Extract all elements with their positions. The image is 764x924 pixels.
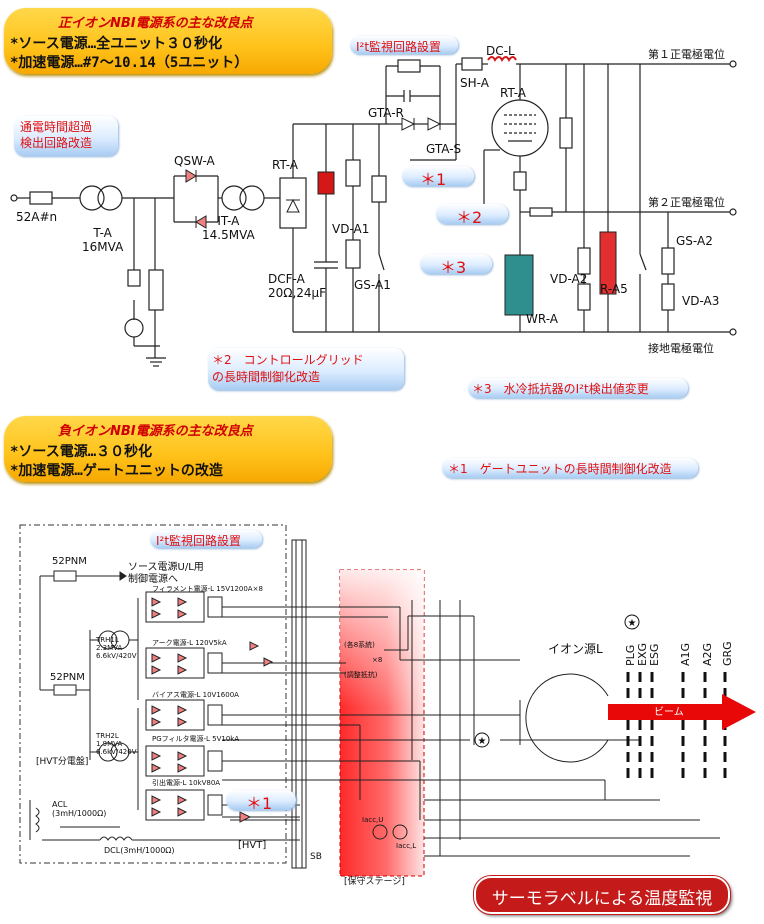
- hvt-enclosure: [19, 524, 287, 864]
- label-sb: SB: [310, 852, 322, 862]
- label-acl: ACL (3mH/1000Ω): [52, 800, 107, 818]
- label-beam: ビーム: [654, 707, 684, 718]
- positive-improvements-box: [4, 8, 332, 74]
- label-wra: WR-A: [526, 312, 558, 326]
- label-trh2l: TRH2L 1.9MVA 6.6kV/420V: [96, 732, 137, 756]
- mark2: ＊2: [456, 208, 483, 227]
- positive-circuit: [10, 57, 737, 367]
- svg-text:★: ★: [628, 618, 637, 629]
- mark1: ＊1: [420, 170, 447, 189]
- label-gsa1: GS-A1: [354, 278, 391, 292]
- label-pos1: 第１正電極電位: [648, 48, 725, 61]
- grid-label-esg: ESG: [648, 643, 661, 666]
- label-filament: フィラメント電源-L 15V1200A×8: [152, 585, 263, 593]
- mark2-pill: [436, 204, 508, 224]
- mark1-bottom-pill: [226, 790, 296, 810]
- label-gtas: GTA-S: [426, 142, 462, 156]
- label-hvt: [HVT]: [238, 840, 267, 851]
- note2-pill: [208, 348, 404, 390]
- grid-label-grg: GRG: [721, 641, 734, 666]
- i2t-top-label: I²t監視回路設置: [356, 40, 442, 54]
- label-source-ul: ソース電源U/L用 制御電源へ: [128, 562, 204, 585]
- label-ra5: R-A5: [600, 282, 628, 296]
- note3: ＊3 水冷抵抗器のI²t検出値変更: [472, 382, 649, 396]
- label-vda2: VD-A2: [550, 272, 588, 286]
- label-gsa2: GS-A2: [676, 234, 713, 248]
- label-trh1l: TRH1L 2.3MVA 6.6kV/420V: [96, 636, 137, 660]
- mark1-pill: [402, 166, 474, 186]
- i2t-top-pill: [350, 36, 458, 54]
- positive-box-line2: *加速電源…#7～10.14（5ユニット）: [10, 55, 249, 71]
- i2t-bottom-label: I²t監視回路設置: [156, 534, 242, 548]
- overtime-note: 通電時間超過 検出回路改造: [20, 120, 93, 150]
- label-gtar: GTA-R: [368, 106, 404, 120]
- negative-box-line2: *加速電源…ゲートユニットの改造: [10, 463, 223, 479]
- label-dcl-bottom: DCL(3mH/1000Ω): [104, 846, 175, 855]
- label-qsw: QSW-A: [174, 154, 215, 168]
- label-stage: [保守ステージ]: [344, 877, 405, 887]
- label-arc: アーク電源-L 120V5kA: [152, 639, 227, 647]
- negative-circuit: [29, 539, 720, 869]
- label-pg: PGフィルタ電源-L 5V10kA: [152, 735, 240, 743]
- positive-circuit-color: [185, 56, 617, 316]
- label-sha: SH-A: [460, 76, 489, 90]
- label-extract: 引出電源-L 10kV80A: [152, 779, 221, 787]
- beam-arrow: [608, 694, 756, 730]
- label-ta: T-A 16MVA: [82, 226, 124, 254]
- label-52a: 52A#n: [16, 210, 58, 224]
- label-pos2: 第２正電極電位: [648, 196, 725, 209]
- grid-label-a1g: A1G: [679, 642, 692, 666]
- label-52pnm-top: 52PNM: [52, 556, 87, 567]
- label-rta-tube: RT-A: [500, 86, 526, 100]
- thermo-label-text: サーモラベルによる温度監視: [491, 889, 713, 909]
- label-bias: バイアス電源-L 10V1600A: [152, 691, 239, 699]
- label-hvt-div: [HVT分電盤]: [36, 757, 89, 767]
- positive-box-line1: *ソース電源…全ユニット３０秒化: [10, 36, 223, 52]
- label-rta-left: RT-A: [272, 158, 298, 172]
- negative-box-title: 負イオンNBI電源系の主な改良点: [58, 424, 253, 439]
- label-dcl: DC-L: [486, 44, 515, 58]
- grid-label-a2g: A2G: [701, 642, 714, 666]
- label-ground: 接地電極電位: [648, 342, 714, 355]
- negative-box-line1: *ソース電源…３０秒化: [10, 444, 153, 460]
- negative-improvements-box: [4, 416, 332, 482]
- i2t-bottom-pill: [150, 530, 262, 548]
- label-iacc2: Iacc,L: [396, 842, 417, 850]
- note3-pill: [468, 378, 688, 398]
- bottom-diodes: [151, 597, 274, 823]
- mark3-pill: [420, 254, 492, 274]
- positive-box-title: 正イオンNBI電源系の主な改良点: [58, 16, 253, 31]
- overtime-note-pill: [14, 116, 118, 156]
- mark3: ＊3: [440, 258, 467, 277]
- label-ita: IT-A 14.5MVA: [202, 214, 255, 242]
- svg-text:★: ★: [478, 736, 487, 747]
- grid-electrodes: [626, 672, 727, 780]
- star-markers: ★ ★: [474, 614, 640, 748]
- mark1-bottom: ＊1: [246, 794, 273, 813]
- label-iacc1: Iacc,U: [362, 816, 384, 824]
- note2: ＊2 コントロールグリッド の長時間制御化改造: [212, 353, 364, 384]
- thermo-label-badge: サーモラベルによる温度監視: [473, 875, 731, 915]
- note1: ＊1 ゲートユニットの長時間制御化改造: [448, 462, 672, 476]
- label-adjust: (調整抵抗): [344, 671, 378, 679]
- note1-pill: [442, 458, 698, 478]
- label-vda1: VD-A1: [332, 222, 370, 236]
- label-52pnm: 52PNM: [50, 672, 85, 683]
- label-divider: (各8系統): [344, 641, 375, 649]
- label-ion-source: イオン源L: [548, 642, 603, 656]
- label-vda3: VD-A3: [682, 294, 720, 308]
- label-x8: ×8: [372, 656, 383, 664]
- label-dcf: DCF-A 20Ω,24μF: [268, 272, 327, 300]
